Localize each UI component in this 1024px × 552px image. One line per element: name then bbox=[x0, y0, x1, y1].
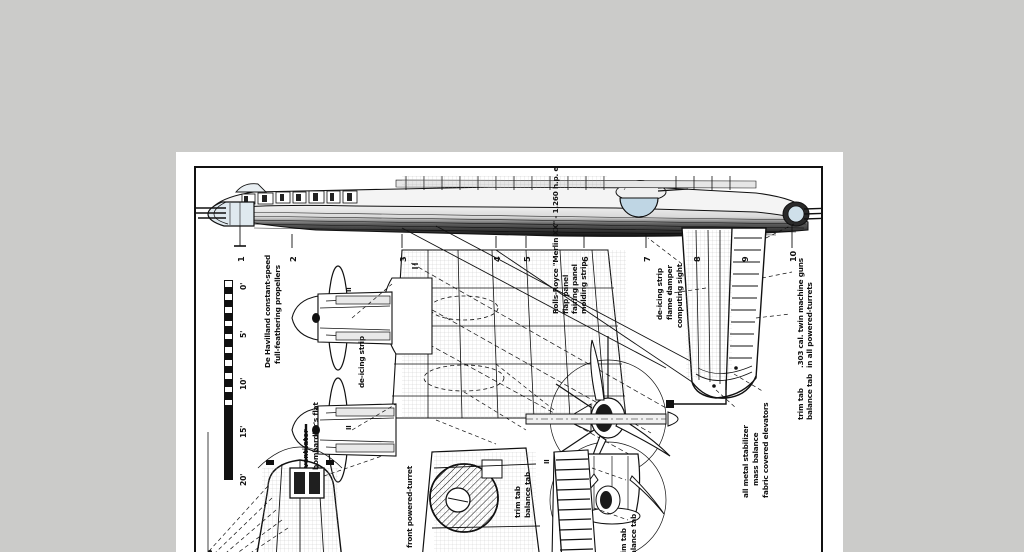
callout-propellers-line1: De Havilland constant-speed bbox=[263, 254, 272, 368]
callout-machine-guns-line2: in all powered-turrets bbox=[805, 282, 814, 368]
side-elevation-group bbox=[196, 176, 821, 248]
callout-front-powered-turret: front powered-turret bbox=[405, 465, 414, 548]
callout-bombardiers-flat: bombardier's flat bbox=[311, 402, 320, 470]
fin-and-rudder-detail bbox=[666, 227, 767, 408]
station-number-7: 7 bbox=[642, 256, 652, 263]
scale-tick-5: 5' bbox=[239, 330, 248, 338]
callout-wing-de-icing-strip: de-icing strip bbox=[357, 336, 366, 388]
callout-all-metal-stabilizer: all metal stabilizer bbox=[741, 425, 750, 498]
callout-molding-strip: molding strip bbox=[579, 261, 588, 314]
tail-turret bbox=[782, 201, 821, 227]
scale-tick-20: 20' bbox=[239, 473, 248, 486]
aircraft-general-arrangement-artwork bbox=[196, 176, 821, 552]
station-number-8: 8 bbox=[692, 256, 702, 263]
callout-ventilator: ventilator bbox=[301, 429, 310, 468]
front-elevation-propellers bbox=[525, 336, 679, 552]
drawing-plate-frame: 0' 5' 10' 15' 20' 1 2 3 4 5 6 7 8 9 10 .… bbox=[194, 166, 823, 552]
station-number-9: 9 bbox=[740, 256, 750, 263]
callout-propellers-line2: full-feathering propellers bbox=[273, 265, 282, 364]
callout-engines: Rolls-Royce "Merlin XX" - 1,260 h.p. eng… bbox=[551, 168, 560, 314]
graphic-scale-bar bbox=[224, 280, 233, 480]
engine-nacelle-plan-lower bbox=[291, 377, 397, 483]
callout-machine-guns-line1: .303 cal. twin machine guns bbox=[796, 258, 805, 368]
station-number-5: 5 bbox=[522, 256, 532, 263]
aileron-tab-strip bbox=[551, 449, 596, 552]
drawing-plate-inner: 0' 5' 10' 15' 20' 1 2 3 4 5 6 7 8 9 10 .… bbox=[196, 168, 821, 552]
callout-computing-sight: computing sight bbox=[675, 263, 684, 328]
engine-nacelle-plan-upper bbox=[291, 265, 393, 371]
station-number-3: 3 bbox=[398, 256, 408, 263]
scale-tick-10: 10' bbox=[239, 377, 248, 390]
callout-de-icing-strip-tail: de-icing strip bbox=[655, 268, 664, 320]
callout-flame-damper: flame damper bbox=[665, 265, 674, 320]
callout-balance-tab-bottom-right: balance tab bbox=[629, 513, 638, 552]
rib-mark-2: II bbox=[345, 425, 353, 430]
callout-trim-tab-right: trim tab bbox=[796, 388, 805, 420]
callout-trim-tab-lower: trim tab bbox=[513, 486, 522, 518]
callout-mass-balance: mass balance bbox=[751, 432, 760, 486]
scale-tick-0: 0' bbox=[239, 282, 248, 290]
callout-balance-tab-lower: balance tab bbox=[523, 471, 532, 518]
callout-flap-panel: flap panel bbox=[561, 274, 570, 314]
rib-mark-1: II bbox=[345, 287, 353, 292]
station-number-1: 1 bbox=[236, 256, 246, 263]
callout-fabric-covered-elevators: fabric covered elevators bbox=[761, 402, 770, 498]
scanned-page-sheet: 0' 5' 10' 15' 20' 1 2 3 4 5 6 7 8 9 10 .… bbox=[176, 152, 843, 552]
callout-trim-tab-bottom-right: trim tab bbox=[619, 528, 628, 552]
rib-mark-3: II bbox=[543, 459, 551, 464]
station-number-2: 2 bbox=[288, 256, 298, 263]
scale-tick-15: 15' bbox=[239, 425, 248, 438]
callout-fairing-panel: fairing panel bbox=[570, 264, 579, 314]
callout-balance-tab-right: balance tab bbox=[805, 373, 814, 420]
station-number-4: 4 bbox=[492, 256, 502, 263]
